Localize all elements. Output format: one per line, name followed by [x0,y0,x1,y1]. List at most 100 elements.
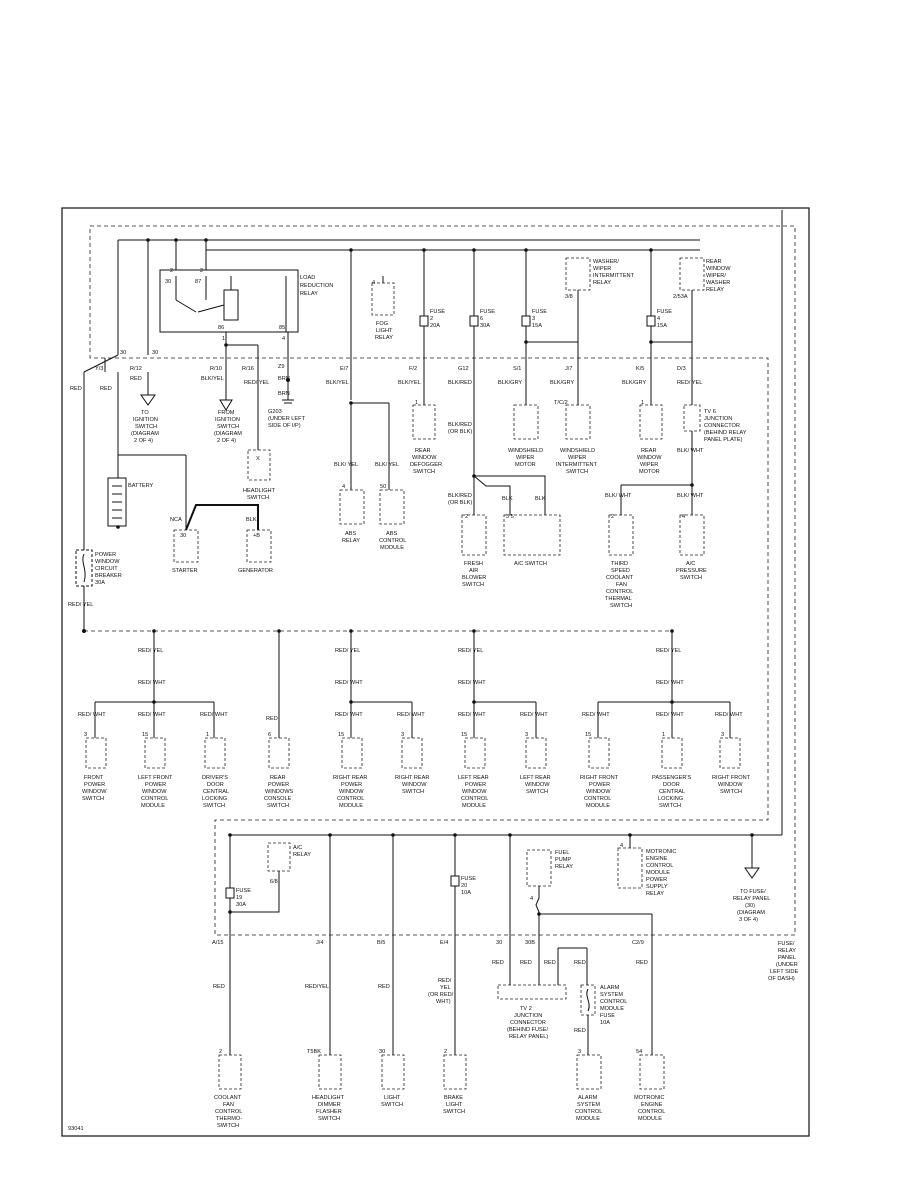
svg-text:2: 2 [219,1049,222,1055]
rear-wiper-motor [639,404,663,440]
svg-text:WINDOW: WINDOW [339,789,364,795]
svg-text:POWER: POWER [84,782,105,788]
fuse-panel-outline [89,225,796,936]
svg-text:3: 3 [84,732,87,738]
svg-text:15: 15 [142,732,148,738]
svg-text:J/7: J/7 [565,366,572,372]
svg-text:FRONT: FRONT [84,775,104,781]
top-connector-row: 30 30 Y/3 R/12 R/10 R/16 Z9 E/7 F/2 G12 … [95,350,686,372]
svg-text:FUEL: FUEL [555,850,569,856]
svg-text:BLK/YEL: BLK/YEL [326,380,349,386]
svg-text:SUPPLY: SUPPLY [646,884,668,890]
svg-text:SWITCH: SWITCH [462,582,484,588]
svg-text:3: 3 [401,732,404,738]
svg-text:RIGHT FRONT: RIGHT FRONT [580,775,619,781]
starter [173,529,199,563]
svg-text:30B: 30B [525,940,535,946]
svg-text:CONNECTOR: CONNECTOR [704,423,740,429]
window-components: 3 FRONT POWER WINDOW SWITCH 15 LEFT FRON… [82,732,751,809]
svg-text:BLK/YEL: BLK/YEL [201,376,224,382]
right-front-window-module [588,737,610,769]
svg-text:REAR: REAR [270,775,286,781]
svg-text:SWITCH: SWITCH [135,424,157,430]
svg-text:15: 15 [338,732,344,738]
svg-text:(OR BLK): (OR BLK) [448,429,472,435]
svg-text:RED/ WHT: RED/ WHT [335,680,363,686]
front-power-window-switch [85,737,107,769]
svg-text:MODULE: MODULE [141,803,165,809]
svg-text:FUSE: FUSE [657,309,672,315]
svg-text:POWER: POWER [589,782,610,788]
relay-pin: 87 [195,279,201,285]
fresh-air-blower-switch [461,514,487,556]
svg-text:WHT): WHT) [436,999,451,1005]
svg-text:RELAY: RELAY [778,948,796,954]
fog-light-relay [371,282,395,316]
svg-text:AIR: AIR [469,568,478,574]
generator [246,529,272,563]
svg-text:1: 1 [415,400,418,406]
svg-text:RED/ WHT: RED/ WHT [656,712,684,718]
svg-text:FLASHER: FLASHER [316,1109,342,1115]
svg-text:RELAY: RELAY [555,864,573,870]
svg-text:BLK/GRY: BLK/GRY [622,380,646,386]
svg-text:DIMMER: DIMMER [318,1102,341,1108]
svg-text:RED: RED [520,960,532,966]
svg-text:RED/ WHT: RED/ WHT [715,712,743,718]
rear-windows-console-switch [268,737,290,769]
svg-text:BLK/GRY: BLK/GRY [498,380,522,386]
svg-text:FUSE: FUSE [430,309,445,315]
fuel-pump-relay [526,849,552,887]
svg-text:30A: 30A [480,323,490,329]
svg-text:CONTROL: CONTROL [215,1109,242,1115]
svg-text:JUNCTION: JUNCTION [514,1013,542,1019]
svg-text:RED: RED [574,1028,586,1034]
svg-text:2/53A: 2/53A [673,294,688,300]
svg-text:SWITCH: SWITCH [413,469,435,475]
svg-text:SWITCH: SWITCH [318,1116,340,1122]
svg-text:SWITCH: SWITCH [680,575,702,581]
svg-text:WINDOW: WINDOW [402,782,427,788]
svg-text:SWITCH: SWITCH [659,803,681,809]
svg-text:IGNITION: IGNITION [133,417,158,423]
svg-text:LEFT REAR: LEFT REAR [520,775,551,781]
svg-text:F/2: F/2 [409,366,417,372]
svg-text:BLK/YEL: BLK/YEL [398,380,421,386]
svg-text:RED/ YEL: RED/ YEL [458,648,483,654]
svg-text:WINDOW: WINDOW [95,559,120,565]
svg-text:FAN: FAN [223,1102,234,1108]
third-speed-fan-switch [608,514,634,556]
svg-text:POWER: POWER [465,782,486,788]
upper-components: 1 REAR WINDOW DEFOGGER SWITCH WINDSHIELD… [339,400,707,609]
svg-text:3: 3 [532,316,535,322]
svg-text:A/C: A/C [293,845,302,851]
svg-text:SWITCH: SWITCH [402,789,424,795]
svg-text:RED/ WHT: RED/ WHT [458,680,486,686]
fuse-panel-note: FUSE/ [778,941,795,947]
svg-text:RED/ WHT: RED/ WHT [458,712,486,718]
svg-text:RED: RED [130,376,142,382]
svg-text:15: 15 [461,732,467,738]
windshield-wiper-motor [513,404,539,440]
svg-text:REAR: REAR [706,259,722,265]
svg-text:J/4: J/4 [316,940,323,946]
svg-text:PRESSURE: PRESSURE [676,568,707,574]
svg-text:MOTRONIC: MOTRONIC [646,849,676,855]
svg-text:CIRCUIT: CIRCUIT [95,566,118,572]
svg-text:STARTER: STARTER [172,568,198,574]
svg-text:SWITCH: SWITCH [610,603,632,609]
svg-text:RED: RED [636,960,648,966]
ac-switch [503,514,561,556]
svg-text:2: 2 [465,514,468,520]
svg-text:RED/ WHT: RED/ WHT [656,680,684,686]
driver-door-locking-switch [204,737,226,769]
svg-text:RED: RED [213,984,225,990]
svg-text:RED/ WHT: RED/ WHT [582,712,610,718]
svg-text:E/4: E/4 [440,940,448,946]
wiper-intermittent-switch [565,404,591,440]
bottom-connectors: A/15 J/4 B/5 E/4 30 30B C2/9 [212,940,644,946]
svg-text:WINDOW: WINDOW [637,455,662,461]
svg-text:CONTROL: CONTROL [461,796,488,802]
svg-text:PANEL: PANEL [778,955,796,961]
